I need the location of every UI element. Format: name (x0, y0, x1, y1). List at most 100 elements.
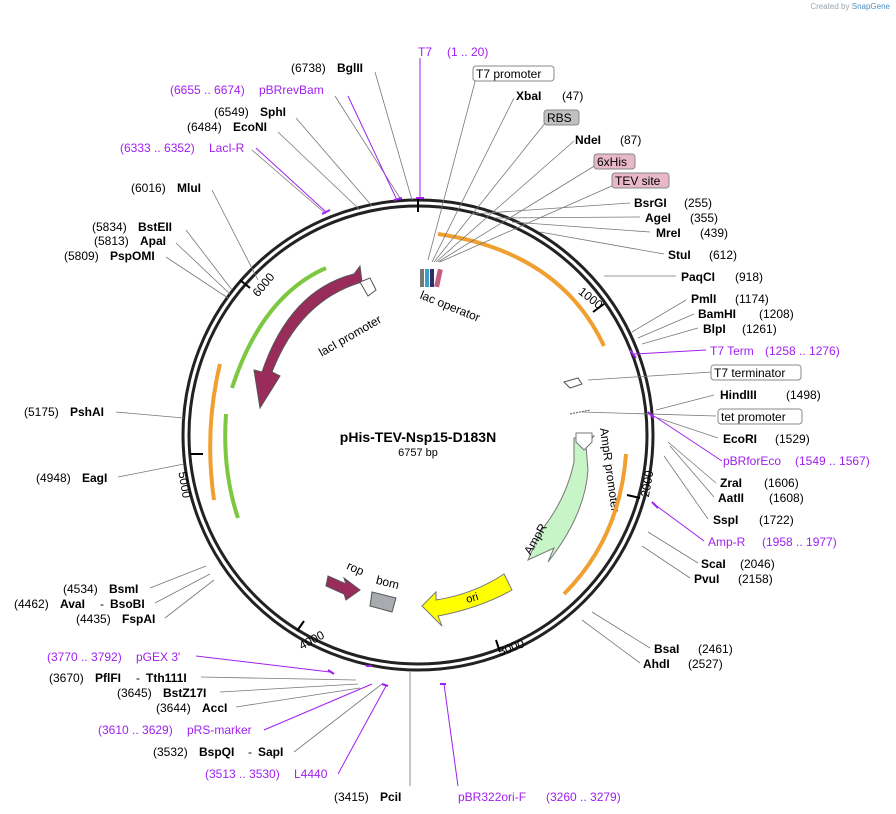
aatii-name: AatII (718, 491, 744, 505)
blpi-name: BlpI (703, 322, 726, 336)
sspi-pos: (1722) (759, 513, 794, 527)
lac-operator-feature (420, 268, 443, 288)
paqci-name: PaqCI (681, 270, 715, 284)
ecori-name: EcoRI (723, 432, 757, 446)
pcii-name: PciI (380, 790, 401, 804)
rbs-name: RBS (547, 111, 572, 125)
bsrgi-pos: (255) (684, 196, 712, 210)
primer-arc-orange-3 (208, 363, 222, 501)
primer-markers (321, 197, 659, 687)
avai-pos: (4462) (14, 597, 49, 611)
sphi-pos: (6549) (214, 105, 249, 119)
laci-promoter-arrow (359, 277, 377, 297)
pbr322ori-name: pBR322ori-F (458, 790, 526, 804)
left-labels: (6738) BglII (6655 .. 6674) pBRrevBam (6… (14, 61, 621, 804)
bspqi-sep: - (248, 745, 252, 759)
bamhi-name: BamHI (698, 307, 736, 321)
tet-promoter-mark (569, 409, 591, 415)
mrei-pos: (439) (700, 226, 728, 240)
bspqi-pos: (3532) (153, 745, 188, 759)
l4440-range: (3513 .. 3530) (205, 767, 280, 781)
tet-promoter-box (717, 408, 803, 425)
t7-name: T7 (418, 45, 432, 59)
hindiii-name: HindIII (720, 388, 757, 402)
t7-range: (1 .. 20) (447, 45, 488, 59)
bom-block (369, 591, 397, 613)
bsai-name: BsaI (654, 642, 679, 656)
ndei-pos: (87) (620, 133, 641, 147)
bsmi-name: BsmI (109, 582, 138, 596)
rop-arrow (325, 575, 361, 601)
ampr-promoter-arrow (563, 377, 583, 389)
pbrforeco-range: (1549 .. 1567) (795, 454, 870, 468)
paqci-pos: (918) (735, 270, 763, 284)
ori-label: ori (465, 591, 480, 606)
his-tag-box (593, 153, 636, 170)
t7term-range: (1258 .. 1276) (765, 344, 840, 358)
tev-site-name: TEV site (615, 174, 661, 188)
bsteii-name: BstEII (138, 220, 172, 234)
acci-name: AccI (202, 701, 227, 715)
aatii-pos: (1608) (769, 491, 804, 505)
lac-operator-label: lac operator (418, 288, 482, 325)
mrei-name: MreI (656, 226, 681, 240)
primer-arc-green-1 (230, 266, 327, 389)
tick-5000: 5000 (175, 470, 193, 499)
laci-arrow (253, 264, 363, 410)
pflfi-name: PflFI (95, 671, 121, 685)
bstz17i-name: BstZ17I (163, 686, 206, 700)
apai-name: ApaI (140, 234, 166, 248)
mlui-pos: (6016) (131, 181, 166, 195)
ndei-name: NdeI (575, 133, 601, 147)
tet-promoter-name: tet promoter (721, 410, 786, 424)
hindiii-pos: (1498) (786, 388, 821, 402)
pgex3-range: (3770 .. 3792) (47, 650, 122, 664)
tev-site-box (611, 172, 670, 189)
his-tag-name: 6xHis (597, 155, 627, 169)
prsmarker-name: pRS-marker (187, 723, 252, 737)
pflfi-pos: (3670) (49, 671, 84, 685)
bamhi-pos: (1208) (759, 307, 794, 321)
sspi-name: SspI (713, 513, 738, 527)
l4440-name: L4440 (294, 767, 328, 781)
pmli-pos: (1174) (735, 292, 769, 306)
zrai-name: ZraI (720, 476, 742, 490)
econi-pos: (6484) (187, 120, 222, 134)
ecori-pos: (1529) (775, 432, 810, 446)
t7-promoter-name: T7 promoter (476, 67, 541, 81)
bom-label: bom (375, 573, 401, 592)
ampr-start (575, 432, 593, 451)
rbs-box (543, 109, 580, 126)
fspai-pos: (4435) (76, 612, 111, 626)
bstz17i-pos: (3645) (117, 686, 152, 700)
pspomi-pos: (5809) (64, 249, 99, 263)
ahdi-pos: (2527) (688, 657, 723, 671)
pspomi-name: PspOMI (110, 249, 155, 263)
ahdi-name: AhdI (643, 657, 670, 671)
pbrforeco-name: pBRforEco (723, 454, 781, 468)
t7-promoter-box (472, 65, 555, 82)
econi-name: EcoNI (233, 120, 267, 134)
pbrrevbam-name: pBRrevBam (259, 83, 324, 97)
eagi-pos: (4948) (36, 471, 71, 485)
ampr-primer-range: (1958 .. 1977) (762, 535, 837, 549)
bglii-name: BglII (337, 61, 363, 75)
primer-arc-green-2 (223, 413, 240, 519)
prsmarker-range: (3610 .. 3629) (98, 723, 173, 737)
bsai-pos: (2461) (698, 642, 733, 656)
plasmid-length: 6757 bp (398, 447, 438, 459)
pshai-name: PshAI (70, 405, 104, 419)
xbai-pos: (47) (562, 89, 583, 103)
bsobi-name: BsoBI (110, 597, 145, 611)
sapi-name: SapI (258, 745, 283, 759)
tick-3000: 3000 (496, 636, 526, 658)
pflfi-sep: - (136, 671, 140, 685)
snapgene-logo: SnapGene (851, 2, 890, 11)
pvui-name: PvuI (694, 572, 719, 586)
credit-watermark: Created by SnapGene (810, 2, 890, 11)
stui-pos: (612) (709, 248, 737, 262)
laci-promoter-label: lacI promoter (316, 312, 384, 359)
eagi-name: EagI (82, 471, 107, 485)
rop-label: rop (345, 559, 367, 579)
